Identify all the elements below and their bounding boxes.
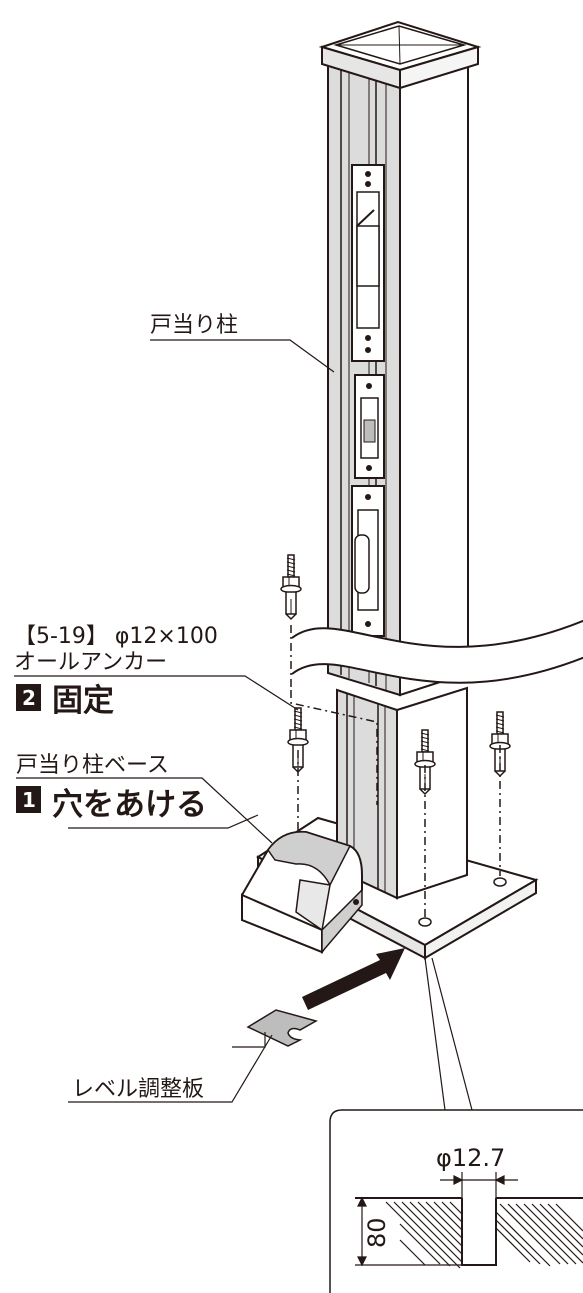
step-text: 穴をあける xyxy=(52,787,207,823)
post-base-label: 戸当り柱ベース xyxy=(16,753,169,778)
leveling-block xyxy=(241,830,363,955)
anchor-label-line1: 【5-19】 φ12×100 xyxy=(14,624,218,649)
step-number-badge xyxy=(16,786,41,813)
post-upper xyxy=(327,48,469,697)
post-label: 戸当り柱 xyxy=(150,313,238,338)
anchor-bolt xyxy=(280,554,302,621)
hole-depth: 80 xyxy=(363,1217,391,1248)
anchor-label-line2: オールアンカー xyxy=(14,650,167,675)
step-number-badge xyxy=(16,684,41,711)
strike-plate-lower xyxy=(351,485,385,637)
step-1: 1 穴をあける xyxy=(16,786,207,823)
step-number: 1 xyxy=(22,788,36,812)
leveling-plate xyxy=(246,1009,318,1047)
post-cap xyxy=(318,20,482,90)
anchor-hole xyxy=(418,917,432,927)
detail-box xyxy=(329,1109,583,1293)
step-number: 2 xyxy=(22,686,36,710)
anchor-hole xyxy=(493,877,507,887)
hole-diameter: φ12.7 xyxy=(436,1144,505,1172)
strike-plate-middle xyxy=(354,374,385,479)
strike-plate-upper xyxy=(351,164,385,362)
insert-arrow xyxy=(302,948,405,1010)
step-2: 2 固定 xyxy=(16,683,114,719)
step-text: 固定 xyxy=(52,683,114,719)
anchor-guide-lines xyxy=(290,625,501,918)
break-band xyxy=(291,619,583,684)
leader-lines xyxy=(14,339,473,1111)
leveling-plate-label: レベル調整板 xyxy=(72,1077,204,1102)
